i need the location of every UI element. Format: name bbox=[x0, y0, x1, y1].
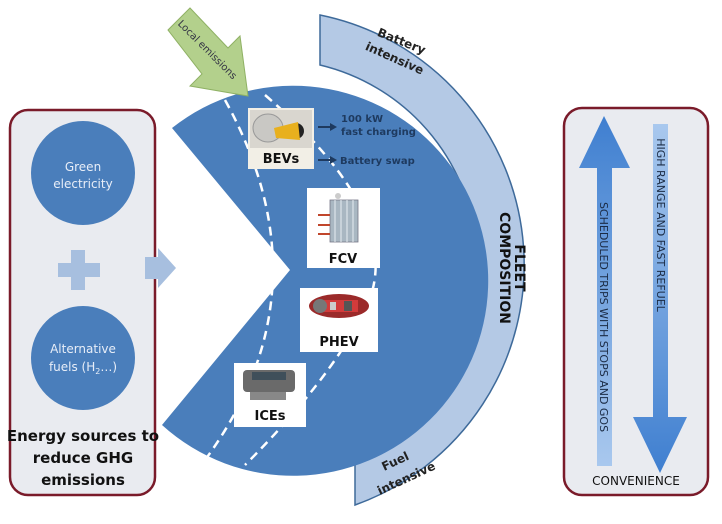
green-electricity-label-1: Green bbox=[65, 160, 101, 174]
fuel-cell-stack-icon bbox=[318, 193, 359, 243]
alternative-fuels-label-1: Alternative bbox=[50, 342, 116, 356]
green-electricity-label-2: electricity bbox=[53, 177, 112, 191]
convenience-panel: SCHEDULED TRIPS WITH STOPS AND GOS HIGH … bbox=[562, 106, 710, 497]
scheduled-trips-label: SCHEDULED TRIPS WITH STOPS AND GOS bbox=[597, 202, 610, 432]
bev-label: BEVs bbox=[263, 152, 300, 167]
phev-label: PHEV bbox=[319, 335, 358, 350]
fleet-title-line-2: COMPOSITION bbox=[496, 212, 512, 324]
phev-card: PHEV bbox=[300, 288, 378, 352]
alternative-fuels-circle bbox=[31, 306, 135, 410]
fleet-title-line-1: FLEET bbox=[511, 244, 527, 292]
ice-label: ICEs bbox=[255, 409, 286, 424]
bev-options: 100 kW fast charging Battery swap bbox=[318, 114, 416, 167]
fleet-composition-arc: Battery intensive Fuel intensive FLEET C… bbox=[319, 14, 527, 507]
energy-caption-line-1: Energy sources to bbox=[7, 427, 159, 445]
alternative-fuels-label-2: fuels (H2…) bbox=[49, 360, 117, 376]
energy-caption-line-3: emissions bbox=[41, 471, 125, 489]
convenience-caption: CONVENIENCE bbox=[592, 474, 680, 488]
local-emissions-arrow: Local emissions bbox=[167, 7, 249, 97]
flow-arrow-icon bbox=[145, 248, 176, 288]
down-arrow-icon bbox=[633, 124, 687, 473]
fast-charging-label-2: fast charging bbox=[341, 127, 416, 138]
high-range-label: HIGH RANGE AND FAST REFUEL bbox=[654, 138, 667, 312]
up-arrow-icon bbox=[579, 116, 630, 466]
bev-card: BEVs bbox=[248, 108, 314, 169]
energy-caption-line-2: reduce GHG bbox=[33, 449, 133, 467]
fast-charging-label-1: 100 kW bbox=[341, 114, 383, 125]
ice-card: ICEs bbox=[234, 363, 306, 427]
energy-sources-panel: Green electricity Alternative fuels (H2…… bbox=[7, 108, 159, 497]
plus-icon bbox=[58, 250, 100, 290]
fcv-label: FCV bbox=[329, 252, 357, 267]
arc-band bbox=[319, 14, 525, 507]
hybrid-engine-icon bbox=[309, 294, 369, 318]
battery-swap-label: Battery swap bbox=[340, 156, 415, 167]
green-electricity-circle bbox=[31, 121, 135, 225]
combustion-engine-icon bbox=[243, 370, 295, 400]
fcv-card: FCV bbox=[307, 188, 380, 268]
ev-charging-plug-icon bbox=[250, 110, 312, 148]
